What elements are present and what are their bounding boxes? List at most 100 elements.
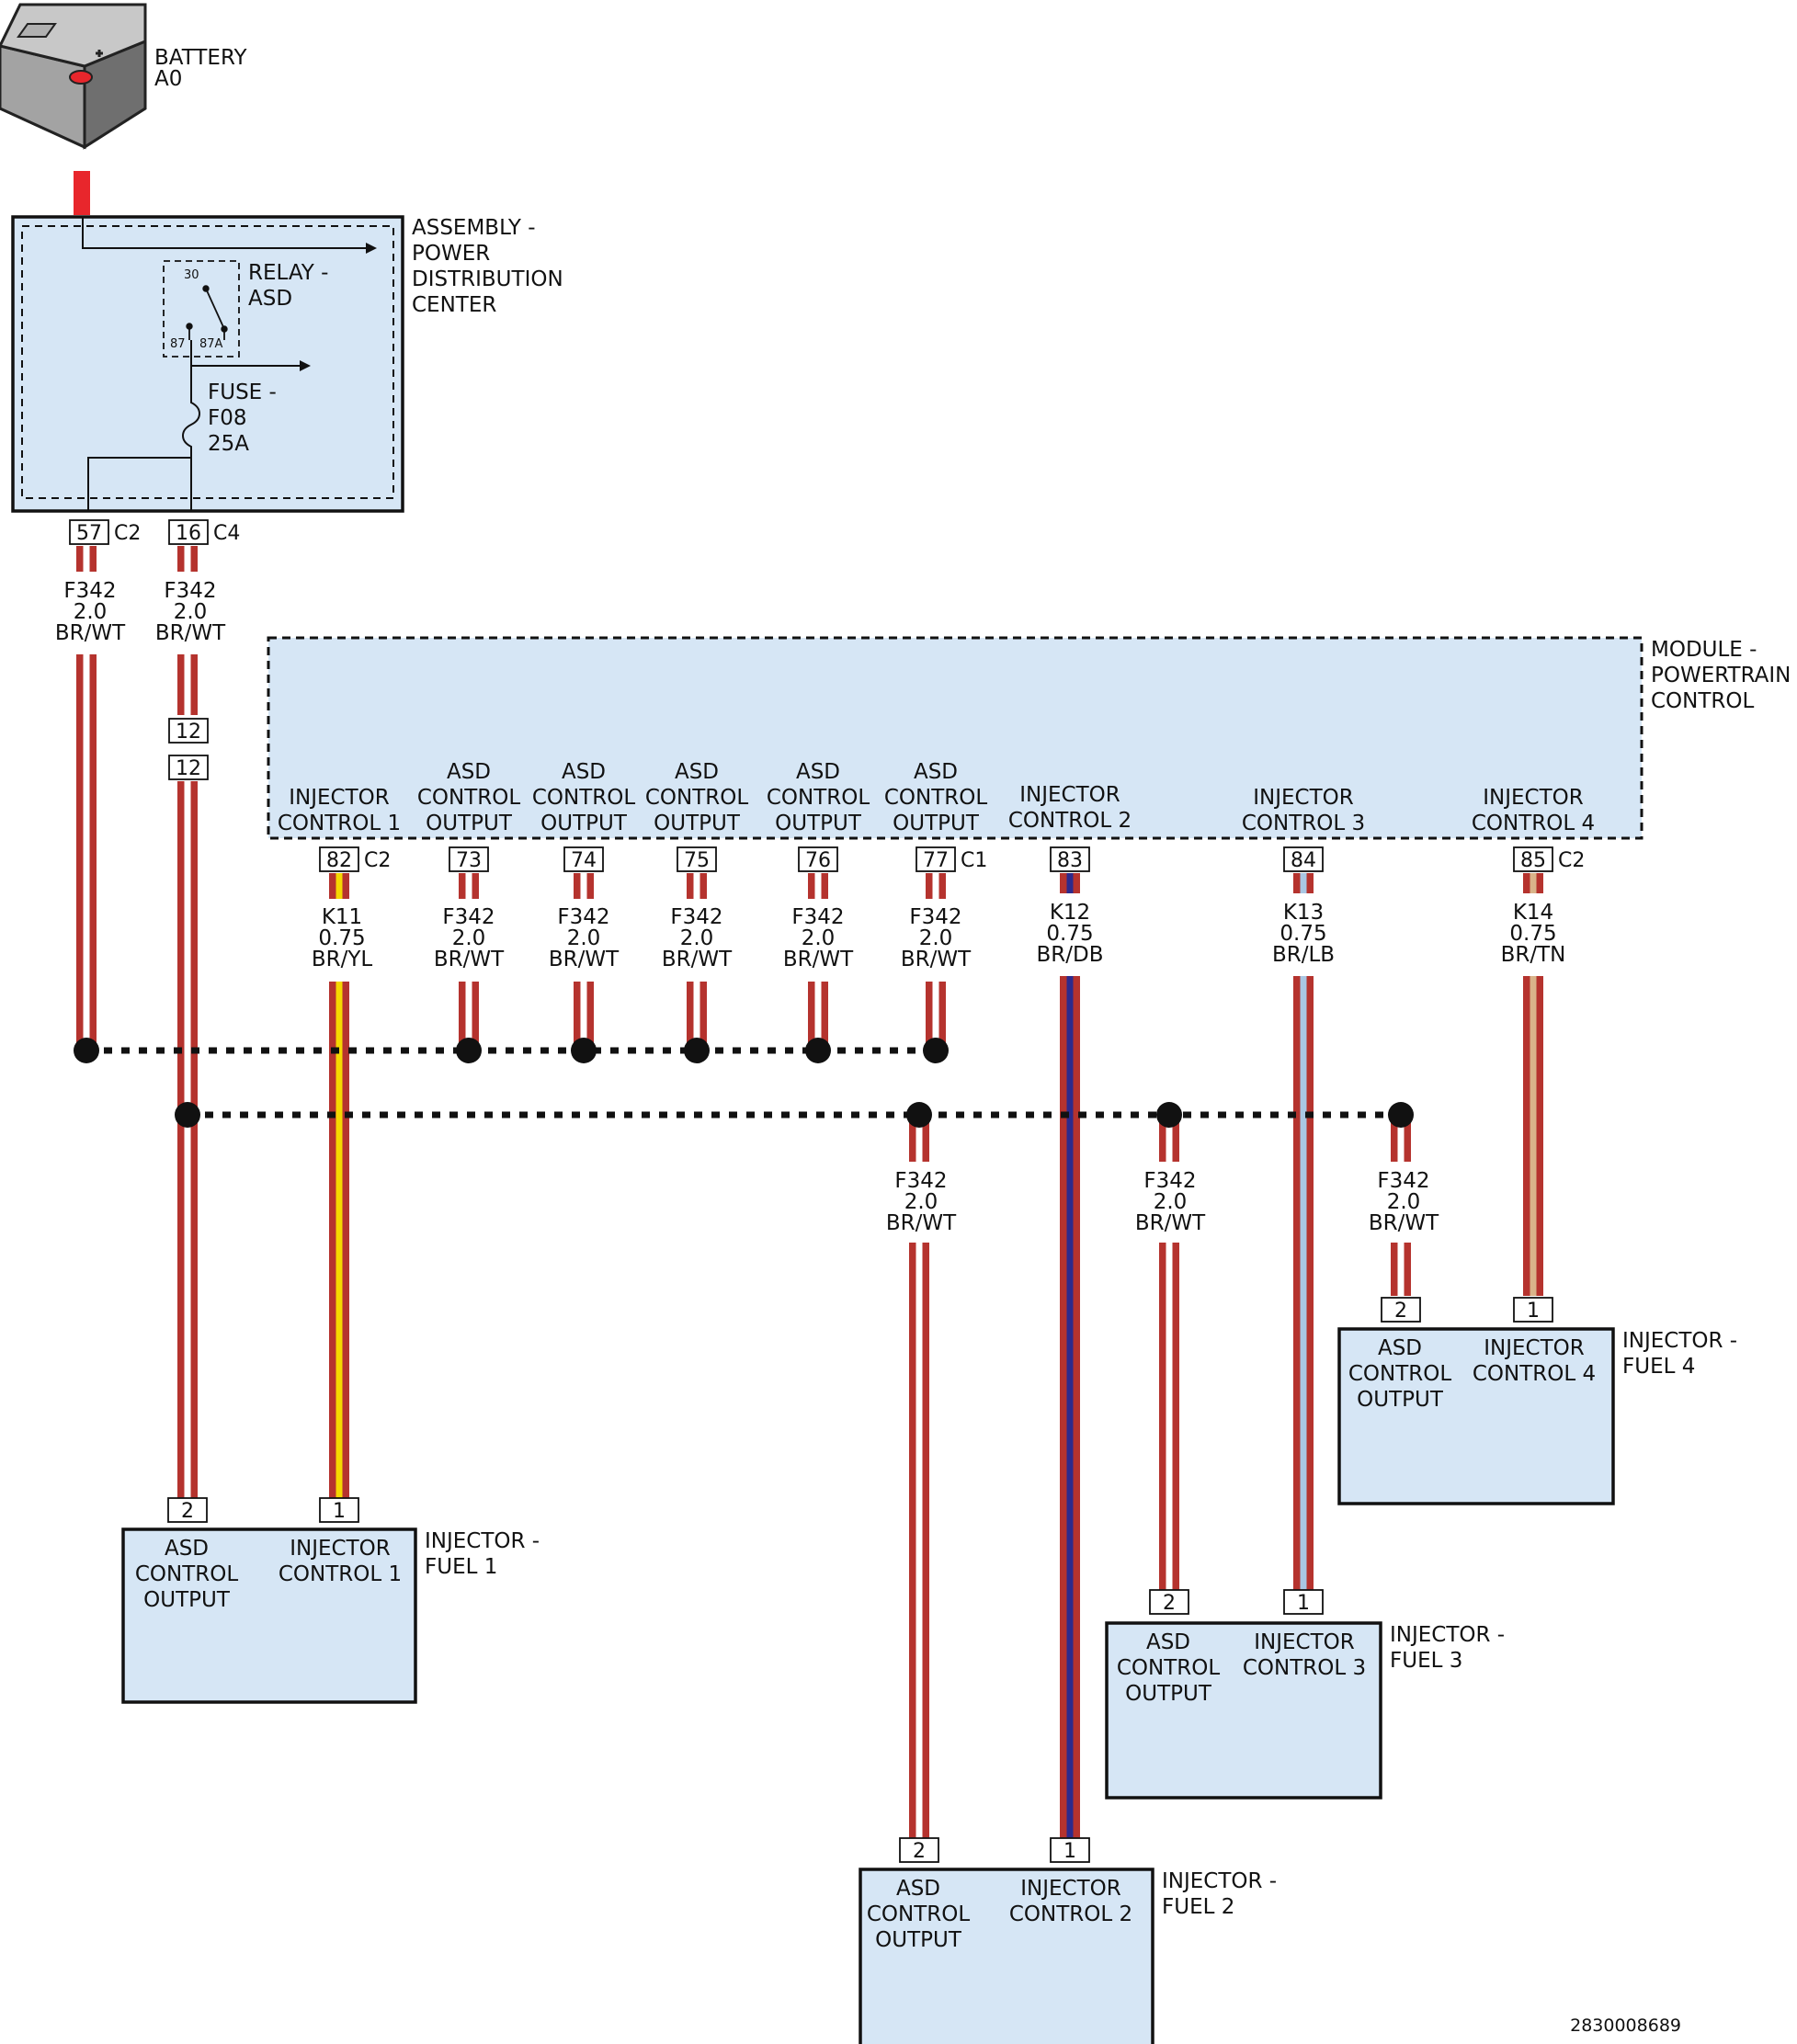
pcm-pin-label: INJECTOR (1253, 786, 1354, 810)
wire-pdc57-b (76, 654, 97, 1044)
injector-box (1105, 1621, 1382, 1800)
wire-pcm85-a (1523, 873, 1543, 893)
pdc-title-2: POWER (412, 242, 490, 266)
pcm-pin-label: CONTROL (645, 786, 749, 810)
injector-right-label: CONTROL 4 (1473, 1362, 1596, 1386)
wire-label-pcm84: BR/LB (1272, 943, 1335, 967)
relay-pin-87: 87 (170, 337, 186, 351)
splice-dot (175, 1102, 200, 1128)
injector-right-label: INJECTOR (1254, 1630, 1355, 1654)
wire-label-pcm75: BR/WT (662, 948, 733, 971)
svg-text:2.0: 2.0 (1387, 1190, 1421, 1214)
wire-label-pcm83: BR/DB (1037, 943, 1104, 967)
pcm-conn-label: C1 (961, 849, 987, 872)
pcm-pin-label: CONTROL 3 (1242, 812, 1365, 835)
wire-pcm75-a (687, 873, 707, 899)
pcm-pin-number: 83 (1057, 849, 1083, 872)
injector-pin-box (1149, 1589, 1189, 1615)
wire-label-pcm73: F342 (442, 905, 495, 929)
pdc-pin-57: 57 (76, 522, 102, 545)
injector-title: FUEL 2 (1162, 1895, 1234, 1919)
pcm-pin-label: CONTROL (417, 786, 521, 810)
pcm-pin-label: OUTPUT (775, 812, 862, 835)
injector-left-label: CONTROL (135, 1562, 239, 1586)
pdc-inner-boundary (21, 225, 394, 499)
wire-label-inj2: F342 2.0 BR/WT (886, 1169, 957, 1235)
wire-label-pcm77: BR/WT (901, 948, 972, 971)
battery-code: A0 (154, 67, 182, 91)
svg-text:2.0: 2.0 (174, 600, 208, 624)
pcm-pin-number: 75 (684, 849, 710, 872)
wire-inj4-b (1391, 1243, 1411, 1296)
wire-pcm82-a (329, 873, 349, 899)
relay-title-1: RELAY - (248, 261, 328, 285)
wire-pcm76-a (808, 873, 828, 899)
wire-label-pcm76: BR/WT (783, 948, 854, 971)
pcm-title-1: MODULE - (1651, 638, 1757, 662)
injector-title: FUEL 3 (1390, 1649, 1462, 1673)
wire-inj2-b (909, 1243, 929, 1847)
injector-right-label: CONTROL 2 (1009, 1902, 1132, 1926)
injector-pin-number: 1 (1297, 1592, 1310, 1615)
pdc-conn-c4: C4 (213, 522, 240, 545)
injector-right-label: INJECTOR (1020, 1877, 1121, 1901)
injector-box (1337, 1327, 1615, 1505)
pdc-internal-wiring (82, 217, 377, 511)
injector-right-label: CONTROL 3 (1243, 1656, 1366, 1680)
wire-label-pcm85: BR/TN (1501, 943, 1566, 967)
injector-box (859, 1868, 1154, 2044)
injector-title: INJECTOR - (425, 1529, 540, 1553)
pdc-conn-c2: C2 (114, 522, 141, 545)
svg-text:12: 12 (176, 757, 201, 780)
injector-pin-number: 1 (333, 1500, 346, 1523)
wire-pcm76-b (808, 982, 828, 1044)
wire-harness (76, 546, 1543, 1847)
injector-title: INJECTOR - (1390, 1623, 1505, 1647)
relay-switch-icon (186, 285, 228, 340)
pcm-pin-number: 76 (805, 849, 831, 872)
pdc-connector-16: 16 C4 (168, 519, 240, 545)
injector-pin-number: 2 (913, 1840, 926, 1863)
wire-label-pcm83: 0.75 (1046, 922, 1093, 946)
wire-label-pcm76: 2.0 (802, 926, 836, 950)
wire-pcm74-a (574, 873, 594, 899)
wire-label-pcm73: 2.0 (452, 926, 486, 950)
wire-label-inj3: F342 2.0 BR/WT (1135, 1169, 1206, 1235)
wire-label-inj4: F342 2.0 BR/WT (1369, 1169, 1439, 1235)
pcm-pin-label: ASD (796, 760, 840, 784)
wire-label-pcm74: F342 (557, 905, 609, 929)
wire-pcm84-a (1293, 873, 1314, 893)
pcm-pin-number: 82 (326, 849, 352, 872)
svg-text:F342: F342 (63, 579, 116, 603)
svg-text:BR/WT: BR/WT (886, 1211, 957, 1235)
injector-left-label: CONTROL (1117, 1656, 1221, 1680)
pcm-pin-label: OUTPUT (654, 812, 741, 835)
pcm-box (267, 636, 1643, 840)
wire-label-pcm84: 0.75 (1280, 922, 1326, 946)
injector-pin-box (1050, 1837, 1090, 1863)
pdc-title-3: DISTRIBUTION (412, 267, 563, 291)
relay-pin-87a: 87A (199, 337, 223, 351)
wire-label-pcm82: K11 (322, 905, 362, 929)
wire-pcm83-b (1060, 976, 1080, 1847)
wire-pcm74-b (574, 982, 594, 1044)
pcm-pin-label: INJECTOR (289, 786, 390, 810)
wire-label-pcm85: 0.75 (1509, 922, 1556, 946)
pcm-pin-label: OUTPUT (893, 812, 980, 835)
fuse-title-1: FUSE - (208, 380, 277, 404)
wire-label-pcm75: 2.0 (680, 926, 714, 950)
wire-label-pcm74: 2.0 (567, 926, 601, 950)
pcm-pin-number: 85 (1520, 849, 1546, 872)
injector-left-label: OUTPUT (1357, 1388, 1444, 1412)
document-id: 2830008689 (1570, 2016, 1681, 2036)
pcm-pin-label: CONTROL (767, 786, 870, 810)
injector-pin-box (1513, 1297, 1553, 1323)
